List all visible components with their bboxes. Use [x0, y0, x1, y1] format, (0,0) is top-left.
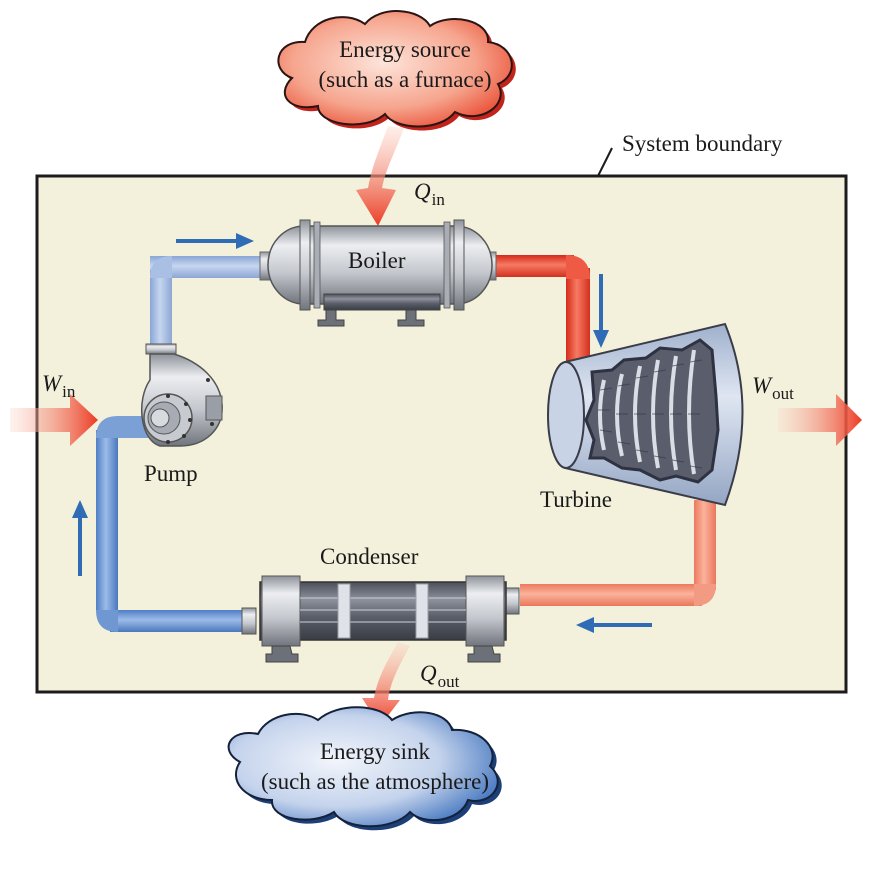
pipe-pump-to-boiler — [150, 256, 264, 360]
turbine-label: Turbine — [540, 487, 612, 512]
condenser-label: Condenser — [320, 544, 419, 569]
boiler — [259, 219, 497, 327]
q-in-subscript: in — [431, 190, 445, 209]
flow-direction-arrows — [72, 233, 652, 633]
flow-arrow-left — [576, 617, 652, 633]
w-out-symbol: W — [752, 373, 772, 398]
system-boundary-label: System boundary — [622, 131, 783, 156]
w-out-arrow — [778, 394, 862, 446]
turbine — [547, 322, 744, 507]
w-in-subscript: in — [62, 382, 76, 401]
pump — [140, 343, 223, 447]
q-out-label: Qout — [420, 661, 459, 690]
q-in-label: Qin — [414, 179, 445, 208]
energy-source-label-line1: Energy source — [339, 37, 471, 62]
boiler-label: Boiler — [348, 248, 406, 273]
flow-arrow-up — [72, 500, 88, 576]
pipe-turbine-to-condenser — [520, 500, 716, 606]
w-out-label: Wout — [752, 373, 794, 402]
energy-sink-label-line1: Energy sink — [319, 739, 431, 764]
q-in-symbol: Q — [414, 179, 431, 204]
energy-source-cloud — [277, 10, 516, 131]
pipe-boiler-to-turbine — [496, 255, 590, 368]
pump-label: Pump — [144, 461, 198, 486]
energy-sink-cloud — [227, 706, 502, 831]
w-in-symbol: W — [42, 371, 62, 396]
w-in-arrow — [10, 394, 98, 446]
energy-source-label-line2: (such as a furnace) — [318, 67, 492, 92]
q-out-symbol: Q — [420, 661, 437, 686]
condenser — [241, 575, 520, 663]
w-out-subscript: out — [772, 384, 794, 403]
q-in-arrow — [356, 126, 404, 226]
q-out-arrow — [362, 642, 410, 726]
q-out-subscript: out — [437, 672, 460, 691]
flow-arrow-right — [176, 233, 254, 249]
flow-arrow-down — [593, 274, 609, 348]
energy-sink-label-line2: (such as the atmosphere) — [260, 769, 489, 794]
pipe-condenser-to-pump — [96, 416, 250, 632]
system-boundary-leader-line — [597, 147, 613, 177]
w-in-label: Win — [42, 371, 75, 400]
